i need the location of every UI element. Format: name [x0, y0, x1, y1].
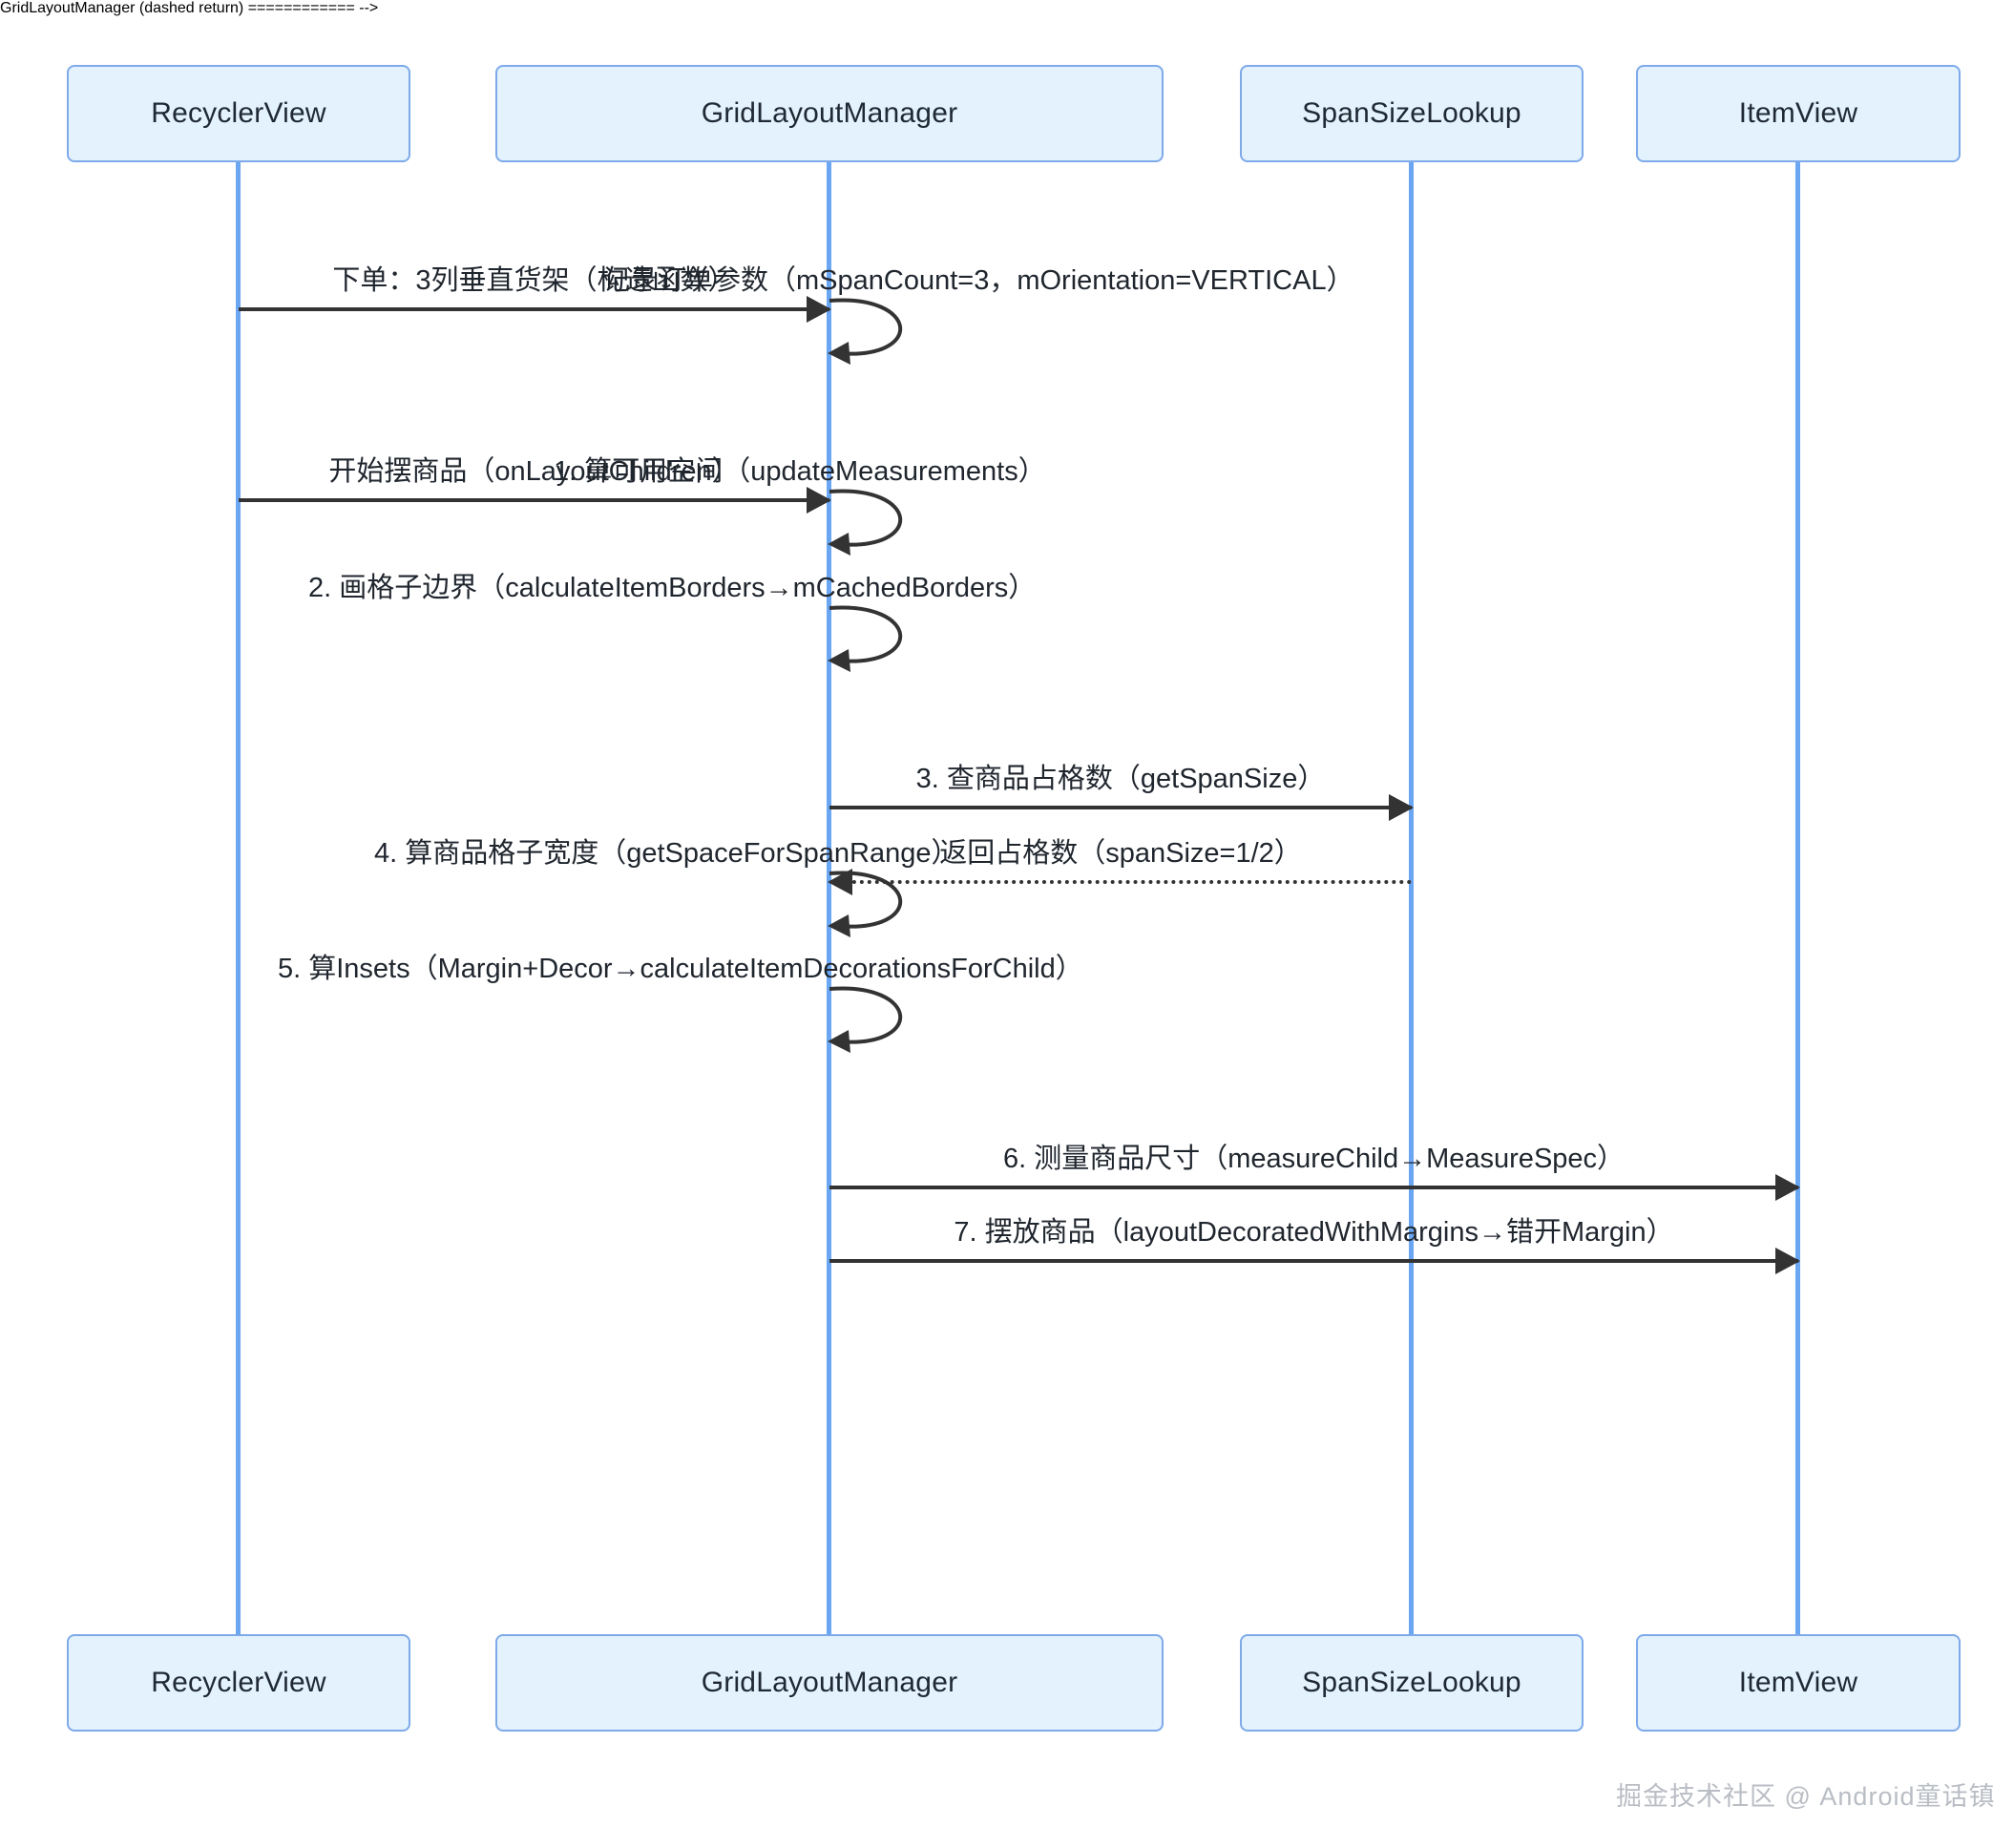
message-5-self: 2. 画格子边界（calculateItemBorders→mCachedBor… [308, 565, 1036, 672]
message-label: 记录订单参数（mSpanCount=3，mOrientation=VERTICA… [602, 265, 1354, 296]
arrowhead-right-icon [807, 296, 831, 323]
message-2-self: 记录订单参数（mSpanCount=3，mOrientation=VERTICA… [602, 258, 1354, 365]
message-8-self: 4. 算商品格子宽度（getSpaceForSpanRange） [374, 830, 958, 937]
lifeline-recyclerview [236, 160, 241, 1635]
arrowhead-right-icon [807, 487, 831, 514]
participant-label: SpanSizeLookup [1302, 1667, 1521, 1698]
message-label: 下单：3列垂直货架（构造函数） [332, 265, 736, 296]
message-6: 3. 查商品占格数（getSpanSize） [829, 689, 1414, 821]
message-arrow-line [829, 806, 1412, 809]
arrowhead-right-icon [1389, 794, 1414, 821]
message-label: 开始摆商品（onLayoutChildren） [328, 456, 740, 487]
message-label: 6. 测量商品尺寸（measureChild→MeasureSpec） [1002, 1144, 1626, 1174]
message-arrow-line [239, 307, 829, 311]
self-loop-arc-icon [828, 605, 903, 672]
participant-bottom-itemview[interactable]: ItemView [1636, 1634, 1961, 1732]
participant-label: RecyclerView [151, 1667, 326, 1698]
self-loop-arc-icon [828, 489, 903, 556]
message-label: 4. 算商品格子宽度（getSpaceForSpanRange） [374, 838, 959, 869]
lifeline-gridlayoutmanager [827, 160, 831, 1635]
participant-top-spansizelookup[interactable]: SpanSizeLookup [1240, 65, 1584, 162]
message-4-self: 1. 算可用空间（updateMeasurements） [554, 449, 1046, 556]
message-9-self: 5. 算Insets（Margin+Decor→calculateItemDec… [278, 946, 1083, 1053]
participant-label: SpanSizeLookup [1302, 97, 1521, 129]
arrowhead-right-icon [1775, 1174, 1800, 1201]
lifeline-itemview [1795, 160, 1800, 1635]
message-label: 5. 算Insets（Margin+Decor→calculateItemDec… [278, 954, 1083, 984]
self-loop-arc-icon [828, 871, 903, 937]
participant-label: GridLayoutManager [701, 97, 958, 129]
self-loop-arc-icon [828, 986, 903, 1053]
participant-label: GridLayoutManager [701, 1667, 958, 1698]
message-10: 6. 测量商品尺寸（measureChild→MeasureSpec） [829, 1069, 1800, 1201]
arrowhead-right-icon [1775, 1248, 1800, 1274]
participant-bottom-spansizelookup[interactable]: SpanSizeLookup [1240, 1634, 1584, 1732]
message-label: 7. 摆放商品（layoutDecoratedWithMargins→错开Mar… [954, 1217, 1674, 1248]
message-1: 下单：3列垂直货架（构造函数） [239, 191, 831, 323]
message-label: 2. 画格子边界（calculateItemBorders→mCachedBor… [308, 573, 1037, 603]
participant-bottom-gridlayoutmanager[interactable]: GridLayoutManager [495, 1634, 1164, 1732]
participant-label: RecyclerView [151, 97, 326, 129]
message-11: 7. 摆放商品（layoutDecoratedWithMargins→错开Mar… [829, 1143, 1800, 1274]
participant-label: ItemView [1738, 1667, 1858, 1698]
message-label: 返回占格数（spanSize=1/2） [939, 838, 1302, 869]
message-7-return: 返回占格数（spanSize=1/2） [828, 764, 1412, 895]
message-arrow-line [829, 1186, 1798, 1189]
participant-top-gridlayoutmanager[interactable]: GridLayoutManager [495, 65, 1164, 162]
message-3: 开始摆商品（onLayoutChildren） [239, 382, 831, 514]
participant-bottom-recyclerview[interactable]: RecyclerView [67, 1634, 410, 1732]
participant-top-recyclerview[interactable]: RecyclerView [67, 65, 410, 162]
message-arrow-line [239, 498, 829, 502]
participant-top-itemview[interactable]: ItemView [1636, 65, 1961, 162]
participant-label: ItemView [1738, 97, 1858, 129]
message-arrow-line [829, 880, 1412, 884]
message-label: 1. 算可用空间（updateMeasurements） [554, 456, 1046, 487]
message-label: 3. 查商品占格数（getSpanSize） [915, 764, 1326, 794]
watermark: 掘金技术社区 @ Android童话镇 [1616, 1782, 1996, 1811]
self-loop-arc-icon [828, 298, 903, 365]
message-arrow-line [829, 1259, 1798, 1263]
lifeline-spansizelookup [1409, 160, 1414, 1635]
